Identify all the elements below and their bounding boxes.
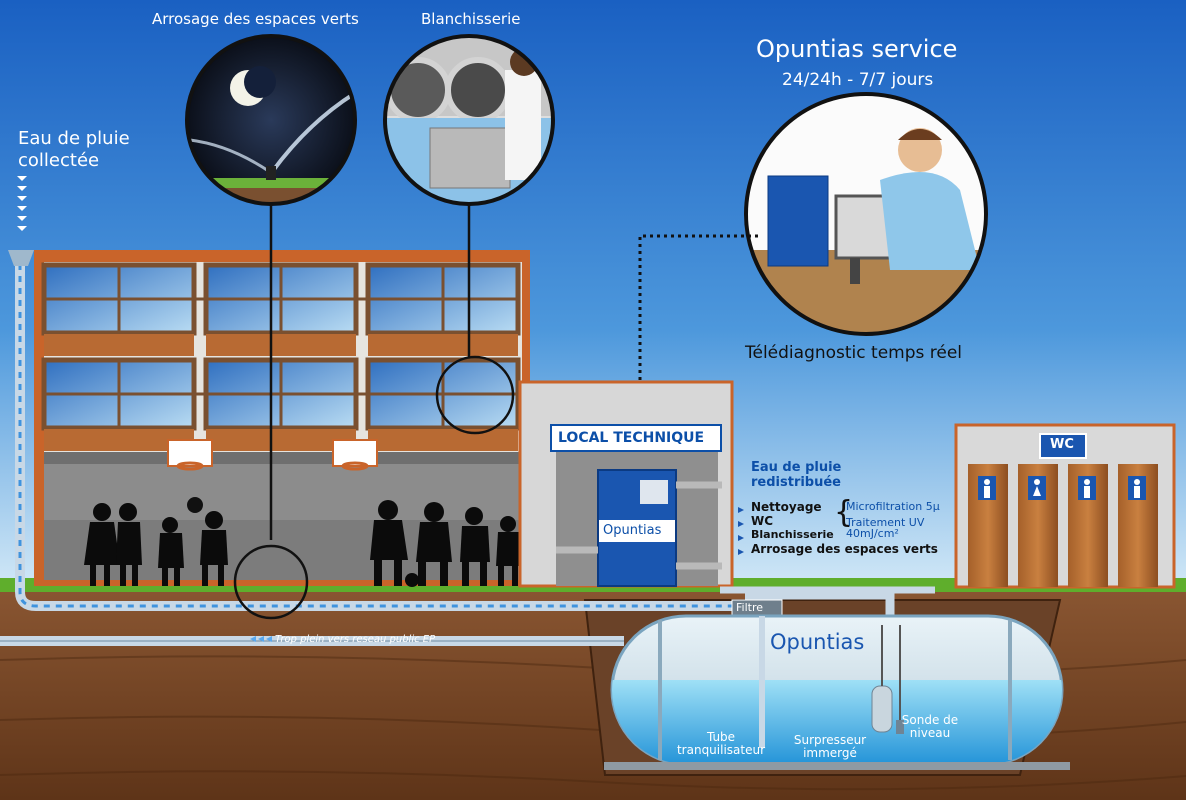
pump-label: Surpresseur immergé xyxy=(793,733,867,760)
opuntias-tank xyxy=(604,614,1070,770)
tube-label: Tube tranquilisateur xyxy=(676,730,766,757)
unit-brand: Opuntias xyxy=(603,523,662,538)
label-laundry: Blanchisserie xyxy=(421,10,521,28)
filter-label: Filtre xyxy=(736,601,764,614)
treatment-uv: Traitement UV xyxy=(846,516,925,529)
wc-building xyxy=(954,423,1176,589)
children-silhouettes xyxy=(84,500,522,587)
probe-label: Sonde de niveau xyxy=(901,713,959,740)
uses-arrows xyxy=(738,507,744,555)
service-title: Opuntias service xyxy=(756,35,958,63)
overflow-label: Trop plein vers reseau public EP xyxy=(275,634,436,645)
zoom-circle-operator xyxy=(744,92,988,336)
telediag-label: Télédiagnostic temps réel xyxy=(745,343,963,363)
wc-sign: WC xyxy=(1050,437,1074,452)
brace: { xyxy=(834,495,854,530)
overflow-arrows xyxy=(250,636,272,642)
label-rainwater: Eau de pluie collectée xyxy=(18,128,130,171)
label-irrigation: Arrosage des espaces verts xyxy=(152,10,359,28)
use-laundry: Blanchisserie xyxy=(751,528,834,541)
telediag-link xyxy=(638,234,760,380)
tank-brand: Opuntias xyxy=(770,630,865,654)
zoom-circle-laundry xyxy=(383,34,555,206)
rain-arrow xyxy=(17,176,27,231)
technical-room xyxy=(518,380,734,588)
treatment-dose: 40mJ/cm² xyxy=(846,527,899,540)
local-technique-label: LOCAL TECHNIQUE xyxy=(558,430,705,446)
zoom-pointers xyxy=(233,204,515,620)
use-cleaning: Nettoyage xyxy=(751,500,822,514)
rainwater-pipes xyxy=(0,250,935,646)
use-irrigation: Arrosage des espaces verts xyxy=(751,542,938,556)
treatment-microfiltration: Microfiltration 5µ xyxy=(846,500,940,513)
use-wc: WC xyxy=(751,514,774,528)
redistribution-title: Eau de pluie redistribuée xyxy=(751,460,842,490)
service-hours: 24/24h - 7/7 jours xyxy=(782,70,934,90)
